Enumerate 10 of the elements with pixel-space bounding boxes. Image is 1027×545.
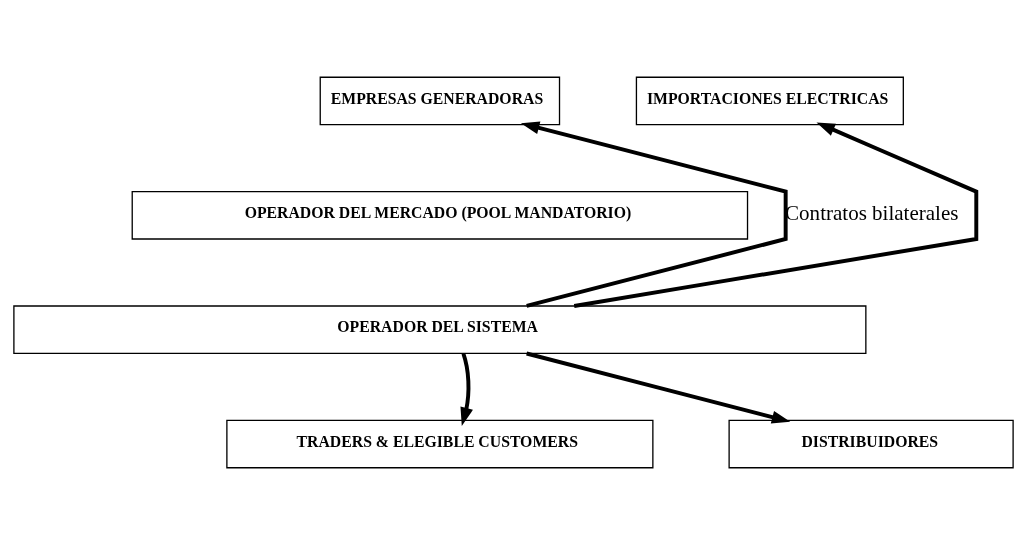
node-box: TRADERS & ELEGIBLE CUSTOMERS <box>226 419 654 469</box>
node-box: EMPRESAS GENERADORAS <box>319 76 561 126</box>
node-box: OPERADOR DEL MERCADO (POOL MANDATORIO) <box>131 191 749 240</box>
arrow <box>526 351 791 424</box>
arrow <box>573 122 979 308</box>
arrow <box>520 121 788 308</box>
node-box: DISTRIBUIDORES <box>728 419 1014 469</box>
node-box: IMPORTACIONES ELECTRICAS <box>635 76 904 126</box>
arrow <box>460 353 473 426</box>
node-box: OPERADOR DEL SISTEMA <box>13 305 867 354</box>
